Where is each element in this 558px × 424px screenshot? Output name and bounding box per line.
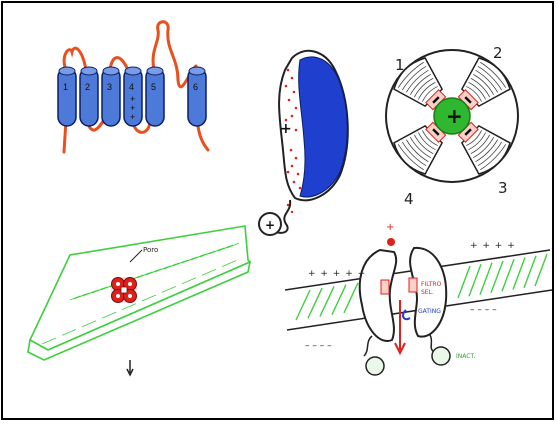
hatch-right: [524, 256, 536, 288]
top-charges-left: + + + + +: [308, 269, 366, 279]
sensor-dot: [295, 157, 298, 160]
helix-label: 3: [107, 82, 112, 92]
right-inact-ball: [432, 347, 450, 365]
subunit-label-3: 3: [498, 179, 508, 197]
sensor-dot: [287, 171, 290, 174]
hatch-right: [458, 266, 470, 298]
subunit-label-4: 4: [404, 190, 414, 208]
sensor-dot: [285, 85, 288, 88]
sensor-dot: [295, 107, 298, 110]
hatch-right: [480, 263, 492, 295]
sensor-dot: [287, 69, 290, 72]
sensor-ball-charge: +: [265, 218, 275, 232]
ion-sign: +: [386, 222, 394, 233]
top-charges-right: + + + +: [470, 241, 516, 251]
subunit-label-2: 2: [493, 44, 503, 62]
s4-charge-mark: +: [130, 112, 135, 122]
subunit-label-1: 1: [395, 56, 405, 74]
helix-3: [102, 68, 120, 126]
filter-left: [381, 280, 389, 294]
pore-subunit-core: [128, 294, 132, 298]
filter-label-line2: SEL.: [421, 289, 434, 296]
hatch-right: [513, 258, 525, 290]
sensor-dot: [288, 99, 291, 102]
hatch-left: [344, 283, 358, 313]
hatch-right: [469, 264, 481, 296]
slab-top: [30, 226, 250, 350]
tetramer-diagram: + 1 2 3 4: [386, 44, 518, 208]
hatch-right: [535, 254, 547, 286]
helix-label: 4: [129, 82, 134, 92]
pore-subunit-core: [116, 282, 120, 286]
hatch-left: [308, 288, 322, 318]
helix-2: [80, 68, 98, 126]
topology-c-terminus: [198, 126, 208, 150]
channel-left-half: [360, 250, 396, 341]
helix-1: [58, 68, 76, 126]
hatch-left: [320, 286, 334, 316]
helix-top-cap: [147, 67, 163, 75]
left-inact-ball: [366, 357, 384, 375]
right-tether: [430, 335, 434, 352]
helix-label: 5: [151, 82, 156, 92]
bottom-charges-left: – – – –: [305, 341, 332, 351]
sensor-charge: +: [280, 121, 292, 137]
gating-label: GATING: [418, 308, 441, 315]
sensor-dot: [291, 165, 294, 168]
helix-top-cap: [59, 67, 75, 75]
helix-top-cap: [125, 67, 141, 75]
helix-top-cap: [189, 67, 205, 75]
sensor-dot: [290, 149, 293, 152]
helix-label: 2: [85, 82, 90, 92]
voltage-sensor-diagram: + +: [259, 51, 348, 235]
sensor-dot: [293, 181, 296, 184]
pore-center: [121, 287, 127, 293]
helix-6: [188, 68, 206, 126]
inact-label: INACT.: [456, 353, 475, 360]
helix-top-cap: [81, 67, 97, 75]
pore-label: Poro: [143, 246, 158, 254]
helix-top-cap: [103, 67, 119, 75]
hatch-left: [332, 285, 346, 315]
filter-label-line1: FILTRO: [421, 281, 442, 288]
channel-section-diagram: + + + + + + + + + + – – – – – – – – FILT…: [285, 222, 552, 375]
membrane-slab-diagram: Poro: [28, 226, 250, 375]
sensor-dot: [291, 115, 294, 118]
left-tether: [364, 336, 372, 356]
sensor-dot: [295, 129, 298, 132]
sensor-dot: [293, 91, 296, 94]
sensor-dot: [291, 77, 294, 80]
bottom-charges-right: – – – –: [470, 305, 497, 315]
filter-right: [409, 278, 417, 292]
helix-label: 1: [63, 82, 68, 92]
hatch-left: [296, 290, 310, 320]
sensor-dot: [291, 211, 293, 213]
pore-cluster: [112, 278, 137, 303]
ion-dot: [387, 238, 395, 246]
pore-subunit-core: [116, 294, 120, 298]
hatch-right: [502, 259, 514, 291]
helix-label: 6: [193, 82, 198, 92]
helix-5: [146, 68, 164, 126]
sensor-dot: [299, 187, 302, 190]
pore-subunit-core: [128, 282, 132, 286]
hatch-right: [491, 261, 503, 293]
pore-ion-sign: +: [446, 104, 463, 128]
sensor-dot: [297, 173, 300, 176]
